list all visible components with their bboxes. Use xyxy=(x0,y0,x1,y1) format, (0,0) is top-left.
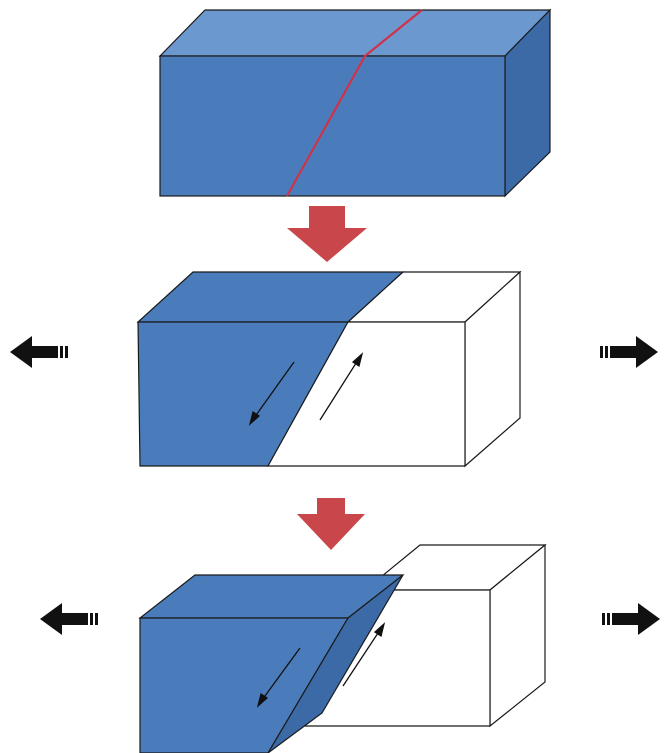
slip-arrow-icon xyxy=(256,647,301,708)
down-arrow-icon xyxy=(297,498,365,550)
fault-line xyxy=(286,9,423,197)
lowered-hanging-wall-front xyxy=(139,617,350,753)
initial-block-top-face xyxy=(158,9,552,57)
slip-arrow-icon xyxy=(342,622,386,687)
displaced-block xyxy=(138,543,547,753)
slip-arrow-icon xyxy=(248,361,295,426)
footwall-front xyxy=(266,321,466,467)
tension-arrow-right-icon xyxy=(602,603,660,635)
normal-fault-block xyxy=(136,270,522,468)
tension-arrow-left-icon xyxy=(40,603,98,635)
lowered-hanging-wall-fault-face xyxy=(267,574,404,753)
tension-arrow-right-icon xyxy=(600,336,658,368)
initial-block xyxy=(158,8,552,198)
tension-arrow-left-icon xyxy=(10,336,68,368)
initial-block-front-face xyxy=(159,55,506,197)
down-arrow-icon xyxy=(287,206,367,262)
slip-arrow-icon xyxy=(319,352,364,421)
